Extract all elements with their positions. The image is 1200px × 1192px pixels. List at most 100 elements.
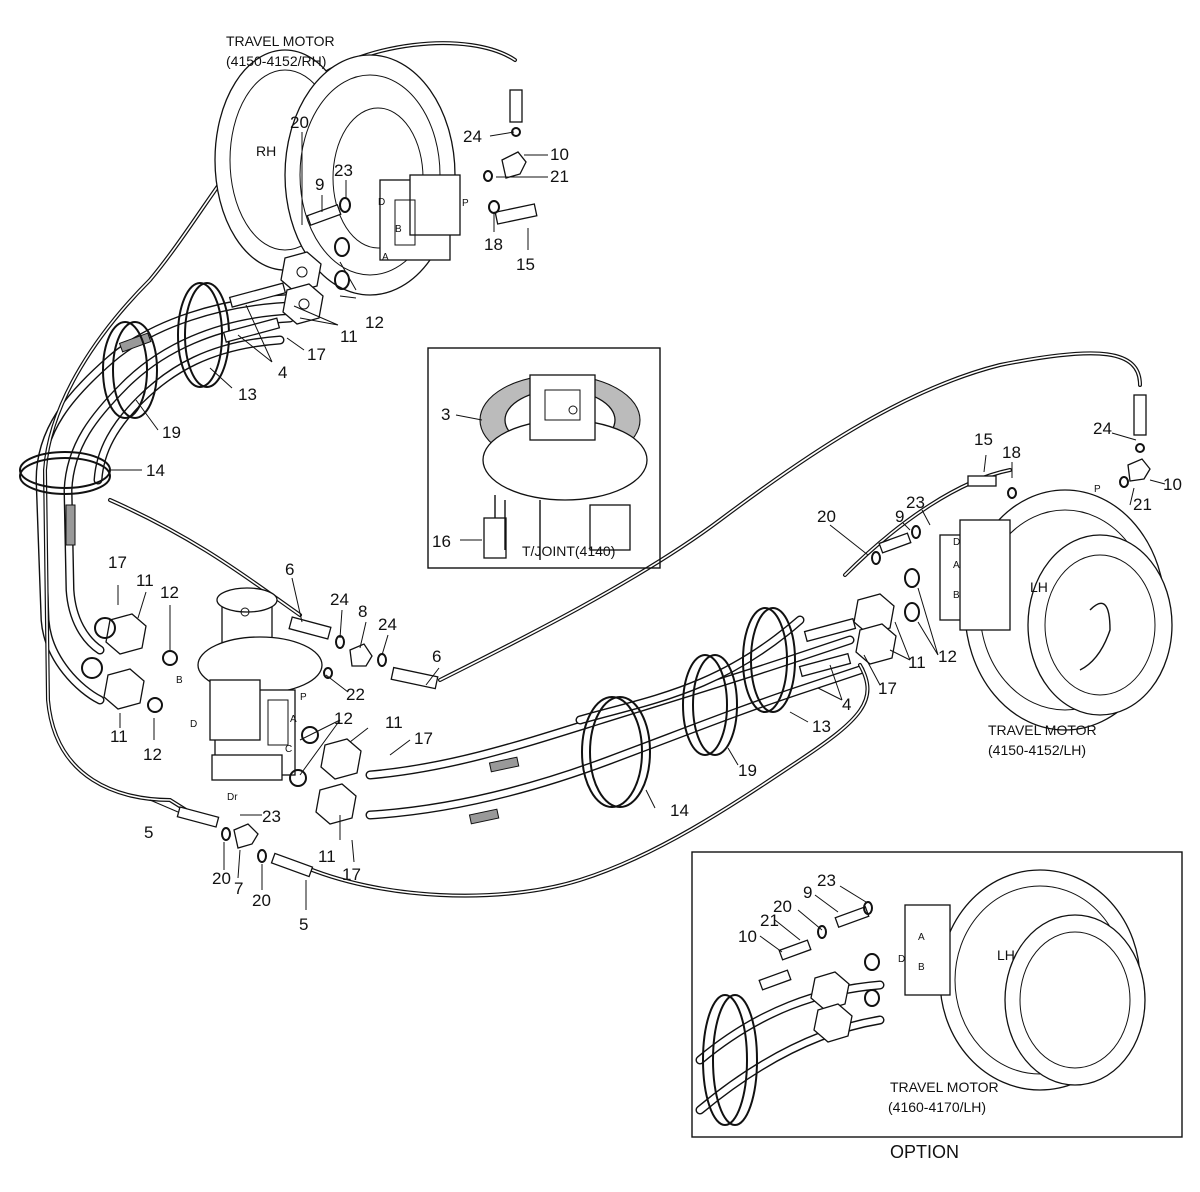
callout-12-left-bottom: 12 [143,745,162,764]
callout-12-mid: 12 [334,709,353,728]
callout-12-lh: 12 [938,647,957,666]
callout-24-lh: 24 [1093,419,1112,438]
callout-24-mid-a: 24 [330,590,349,609]
tjoint-inset: T/JOINT(4140) [427,347,661,569]
port-a-option: A [918,932,925,943]
callout-17-mid-top: 17 [414,729,433,748]
callout-20-rh: 20 [290,113,309,132]
callout-23-option: 23 [817,871,836,890]
callout-23-lh: 23 [906,493,925,512]
callout-6-left: 6 [285,560,294,579]
callout-9-lh: 9 [895,507,904,526]
port-d-option: D [898,954,905,965]
lh-motor-code: (4150-4152/LH) [988,742,1086,758]
callout-7: 7 [234,879,243,898]
callout-4-rh: 4 [278,363,287,382]
port-p-lh: P [1094,484,1101,495]
callout-19-lh: 19 [738,761,757,780]
callout-21-option: 21 [760,911,779,930]
callout-18-rh: 18 [484,235,503,254]
callout-11-mid-bottom: 11 [318,847,336,866]
callout-6-right: 6 [432,647,441,666]
callout-21-lh: 21 [1133,495,1152,514]
port-p-rh: P [462,198,469,209]
part-callouts: 20 9 23 24 10 21 18 15 12 11 17 4 13 19 … [108,113,1182,946]
option-motor-code: (4160-4170/LH) [888,1099,986,1115]
callout-11-mid-top: 11 [385,713,403,732]
callout-22: 22 [346,685,365,704]
travel-motor-lh: LH D A B P [939,484,1173,731]
port-a-rh: A [382,252,389,263]
callout-13-lh: 13 [812,717,831,736]
port-d-joint: D [190,719,197,730]
callout-10-option: 10 [738,927,757,946]
callout-17-rh: 17 [307,345,326,364]
callout-11-rh: 11 [340,327,358,346]
lh-motor-title: TRAVEL MOTOR [988,722,1097,738]
callout-14-right: 14 [670,801,689,820]
callout-20-bottom-a: 20 [212,869,231,888]
clamp-rings [19,282,796,808]
callout-16: 16 [432,532,451,551]
callout-10-lh: 10 [1163,475,1182,494]
callout-13-rh: 13 [238,385,257,404]
port-b-joint: B [176,675,183,686]
callout-24-mid-b: 24 [378,615,397,634]
callout-17-left: 17 [108,553,127,572]
callout-20-option: 20 [773,897,792,916]
option-motor-title: TRAVEL MOTOR [890,1079,999,1095]
port-dr-joint: Dr [227,792,238,803]
callout-5-left: 5 [144,823,153,842]
callout-9-option: 9 [803,883,812,902]
callout-23-mid: 23 [262,807,281,826]
leader-lines [110,131,1166,953]
tjoint-caption: T/JOINT(4140) [522,543,615,559]
port-b-rh: B [395,224,402,235]
callout-23-rh: 23 [334,161,353,180]
callout-10-rh: 10 [550,145,569,164]
callout-15-lh: 15 [974,430,993,449]
callout-8: 8 [358,602,367,621]
rh-motor-code: (4150-4152/RH) [226,53,326,69]
callout-15-rh: 15 [516,255,535,274]
option-caption: OPTION [890,1142,959,1162]
callout-18-lh: 18 [1002,443,1021,462]
callout-11-left-top: 11 [136,571,154,590]
option-motor-side: LH [997,947,1015,963]
flanges-rh [222,89,538,343]
center-joint-fittings [81,613,439,878]
port-b-lh: B [953,590,960,601]
center-joint: A C P B D Dr [176,587,323,803]
port-p-joint: P [300,692,307,703]
port-a-lh: A [953,560,960,571]
hose-bundle [35,293,865,825]
option-inset: LH A B D TRAVEL MOTOR (4160-4170/LH) [691,851,1183,1138]
port-a-joint: A [290,714,297,725]
callout-20-lh: 20 [817,507,836,526]
pilot-pipes [42,41,1142,898]
callout-21-rh: 21 [550,167,569,186]
motor-lh-side: LH [1030,579,1048,595]
port-d-rh: D [378,197,385,208]
callout-3: 3 [441,405,450,424]
rh-motor-title: TRAVEL MOTOR [226,33,335,49]
callout-9-rh: 9 [315,175,324,194]
callout-12-rh: 12 [365,313,384,332]
callout-4-lh: 4 [842,695,851,714]
callout-24-rh: 24 [463,127,482,146]
port-b-option: B [918,962,925,973]
callout-5-right: 5 [299,915,308,934]
callout-19-rh: 19 [162,423,181,442]
callout-17-mid-bottom: 17 [342,865,361,884]
callout-20-bottom-b: 20 [252,891,271,910]
callout-17-lh: 17 [878,679,897,698]
callout-11-lh: 11 [908,653,926,672]
port-d-lh: D [953,537,960,548]
callout-12-left-top: 12 [160,583,179,602]
motor-rh-side: RH [256,143,276,159]
callout-11-left-bottom: 11 [110,727,128,746]
flanges-lh [798,394,1151,678]
port-c-joint: C [285,744,292,755]
